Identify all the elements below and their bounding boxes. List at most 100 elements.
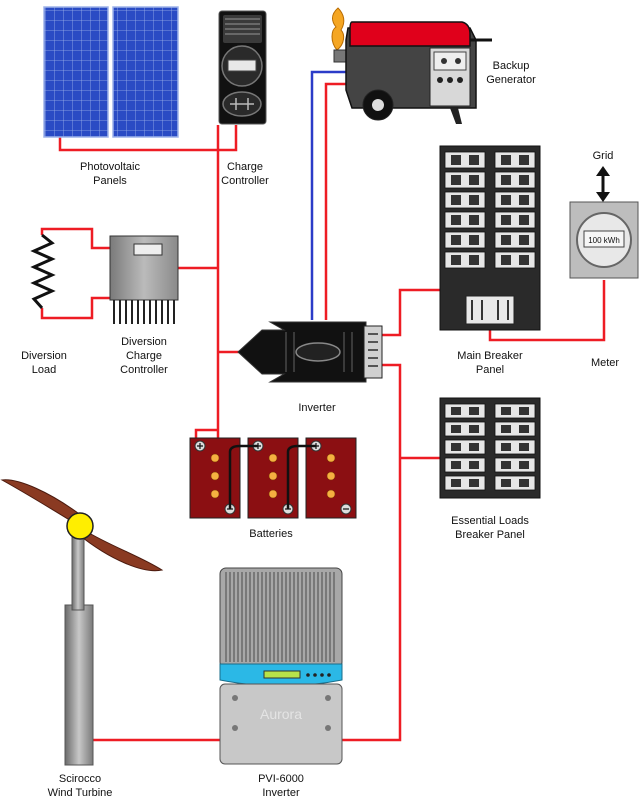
pvi-6000-inverter: Aurora bbox=[219, 567, 343, 765]
essential-breaker-rows bbox=[444, 403, 536, 491]
label-main-breaker-line1: Main Breaker bbox=[457, 350, 523, 362]
red-wires bbox=[40, 82, 606, 742]
heat-sink-fins bbox=[113, 300, 175, 324]
label-essential-loads-panel: Essential Loads Breaker Panel bbox=[440, 514, 540, 542]
essential-loads-breaker-panel bbox=[439, 397, 541, 499]
generator-exhaust-flame-icon bbox=[331, 7, 345, 51]
label-backup-generator-line2: Generator bbox=[486, 74, 536, 86]
turbine-blade-left bbox=[0, 479, 83, 525]
label-batteries-text: Batteries bbox=[249, 528, 293, 540]
breaker-switch bbox=[444, 475, 486, 491]
breaker-switch bbox=[444, 191, 486, 209]
grid-arrow-icon bbox=[596, 166, 610, 202]
breaker-switch bbox=[444, 421, 486, 437]
wiring bbox=[40, 70, 606, 742]
breaker-switch bbox=[494, 439, 536, 455]
batteries bbox=[189, 437, 357, 519]
wire-batteries-to-bus bbox=[194, 428, 218, 438]
breaker-switch bbox=[494, 151, 536, 169]
wire-load-bottom bbox=[40, 296, 110, 320]
generator-fuel-tank bbox=[349, 21, 471, 47]
breaker-switch bbox=[444, 251, 486, 269]
turbine-lower-pole bbox=[64, 604, 94, 766]
label-grid-text: Grid bbox=[592, 150, 614, 162]
label-pvi-line1: PVI-6000 bbox=[258, 773, 304, 785]
wire-pv-to-controller bbox=[58, 125, 238, 152]
main-breaker-rows bbox=[444, 151, 536, 269]
label-diversion-charge-controller: Diversion Charge Controller bbox=[106, 335, 182, 377]
label-diversion-load-line2: Load bbox=[31, 364, 57, 376]
breaker-switch bbox=[494, 171, 536, 189]
label-inverter: Inverter bbox=[287, 401, 347, 415]
breaker-switch bbox=[494, 251, 536, 269]
label-meter: Meter bbox=[585, 356, 625, 370]
label-photovoltaic-panels-line2: Panels bbox=[93, 175, 127, 187]
label-inverter-text: Inverter bbox=[298, 402, 336, 414]
breaker-switch bbox=[444, 151, 486, 169]
wire-inverter-to-main bbox=[380, 288, 440, 337]
pv-panel-right bbox=[112, 6, 179, 138]
label-dcc-line3: Controller bbox=[120, 364, 168, 376]
diversion-charge-controller bbox=[109, 235, 179, 324]
backup-generator bbox=[331, 7, 492, 124]
label-batteries: Batteries bbox=[236, 527, 306, 541]
meter: 100 kWh bbox=[569, 201, 639, 279]
breaker-switch bbox=[444, 171, 486, 189]
wire-generator-blue bbox=[310, 70, 350, 320]
label-pvi-line2: Inverter bbox=[262, 787, 300, 799]
label-charge-controller: Charge Controller bbox=[210, 160, 280, 188]
wire-load-top bbox=[40, 227, 110, 250]
label-main-breaker-line2: Panel bbox=[475, 364, 505, 376]
breaker-switch bbox=[494, 475, 536, 491]
label-pvi-inverter: PVI-6000 Inverter bbox=[246, 772, 316, 800]
label-dcc-line2: Charge bbox=[125, 350, 163, 362]
diversion-load bbox=[30, 233, 56, 309]
label-charge-controller-line2: Controller bbox=[221, 175, 269, 187]
label-backup-generator: Backup Generator bbox=[476, 59, 546, 87]
breaker-switch bbox=[494, 421, 536, 437]
label-main-breaker-panel: Main Breaker Panel bbox=[445, 349, 535, 377]
label-dcc-line1: Diversion bbox=[121, 336, 167, 348]
pv-panel-left bbox=[43, 6, 109, 138]
label-backup-generator-line1: Backup bbox=[492, 60, 530, 72]
battery-3 bbox=[305, 437, 357, 519]
label-wind-turbine-line1: Scirocco bbox=[58, 773, 102, 785]
breaker-switch bbox=[444, 457, 486, 473]
pvi-heat-sink bbox=[225, 572, 335, 662]
battery-2 bbox=[247, 437, 299, 519]
label-wind-turbine: Scirocco Wind Turbine bbox=[40, 772, 120, 800]
turbine-hub bbox=[66, 512, 94, 540]
label-essential-line2: Breaker Panel bbox=[455, 529, 525, 541]
breaker-switch bbox=[444, 211, 486, 229]
wire-main-to-meter bbox=[488, 280, 606, 342]
charge-controller bbox=[218, 10, 267, 125]
label-charge-controller-line1: Charge bbox=[226, 161, 264, 173]
scirocco-wind-turbine bbox=[0, 479, 164, 766]
label-wind-turbine-line2: Wind Turbine bbox=[47, 787, 113, 799]
photovoltaic-panels bbox=[43, 6, 179, 138]
pvi-brand: Aurora bbox=[260, 706, 302, 722]
charge-controller-display bbox=[227, 59, 257, 72]
breaker-switch bbox=[494, 191, 536, 209]
breaker-switch bbox=[494, 457, 536, 473]
label-diversion-load-line1: Diversion bbox=[21, 350, 67, 362]
label-photovoltaic-panels: Photovoltaic Panels bbox=[70, 160, 150, 188]
breaker-switch bbox=[444, 439, 486, 455]
breaker-switch bbox=[444, 231, 486, 249]
breaker-switch bbox=[494, 211, 536, 229]
wire-inverter-to-essential bbox=[340, 363, 402, 742]
label-meter-text: Meter bbox=[590, 357, 620, 369]
turbine-upper-pole bbox=[71, 529, 85, 611]
breaker-switch bbox=[494, 403, 536, 419]
turbine-blade-right bbox=[77, 529, 164, 572]
breaker-switch bbox=[494, 231, 536, 249]
resistor-icon bbox=[30, 233, 56, 309]
wire-generator-red bbox=[324, 82, 356, 320]
inverter bbox=[237, 321, 383, 383]
label-grid: Grid bbox=[588, 149, 618, 163]
label-photovoltaic-panels-line1: Photovoltaic bbox=[80, 161, 140, 173]
main-breaker-panel bbox=[439, 145, 541, 331]
battery-1 bbox=[189, 437, 241, 519]
label-diversion-load: Diversion Load bbox=[14, 349, 74, 377]
